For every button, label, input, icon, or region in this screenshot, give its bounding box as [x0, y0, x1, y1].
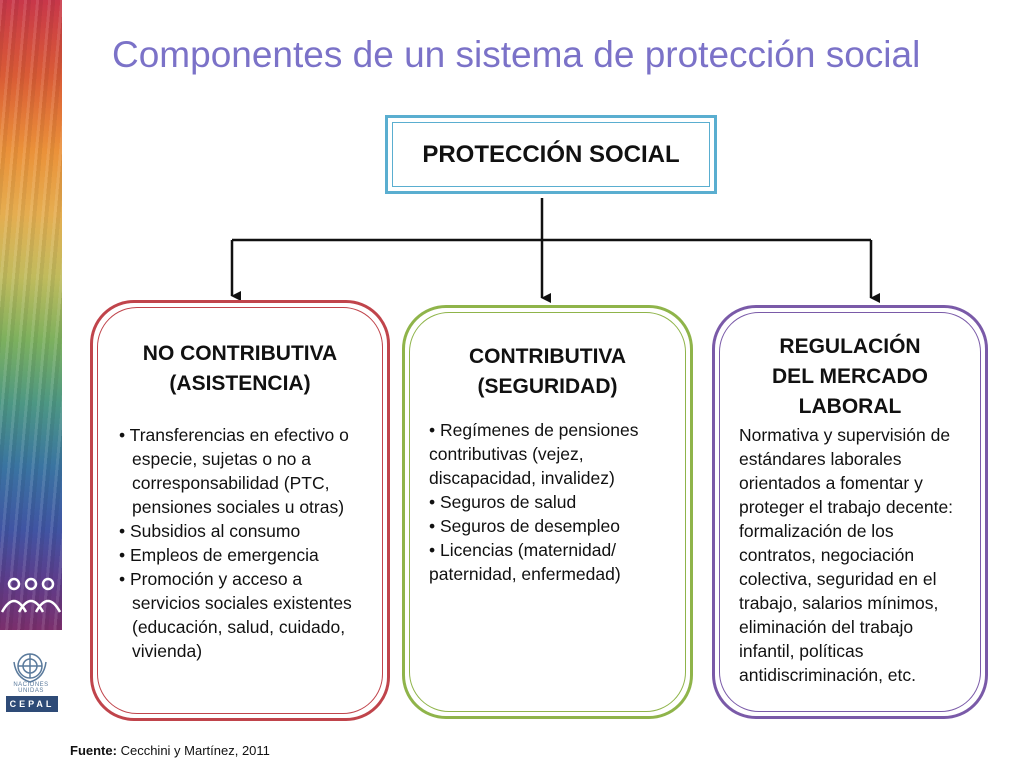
source-label: Fuente:: [70, 743, 117, 758]
source-text: Cecchini y Martínez, 2011: [120, 743, 270, 758]
branch-description: Normativa y supervisión de estándares la…: [739, 425, 954, 685]
source-footer: Fuente: Cecchini y Martínez, 2011: [70, 743, 270, 758]
branch-title: NO CONTRIBUTIVA (ASISTENCIA): [93, 339, 387, 399]
list-item: • Promoción y acceso a servicios sociale…: [119, 569, 352, 661]
branch-title-line: CONTRIBUTIVA: [468, 345, 627, 368]
page-title: Componentes de un sistema de protección …: [112, 34, 921, 75]
list-item: • Licencias (maternidad/ paternidad, enf…: [429, 540, 621, 584]
branch-title: REGULACIÓN DEL MERCADO LABORAL: [715, 332, 985, 422]
branch-title: CONTRIBUTIVA (SEGURIDAD): [405, 342, 690, 402]
cepal-logo: CEPAL: [6, 696, 58, 712]
branch-item-list: • Transferencias en efectivo o especie, …: [119, 423, 374, 663]
list-item: • Regímenes de pensiones contributivas (…: [429, 420, 639, 488]
branch-title-line: LABORAL: [798, 395, 902, 418]
branch-title-line: (SEGURIDAD): [477, 375, 618, 398]
card-frame: [719, 312, 981, 712]
list-item: • Seguros de salud: [429, 492, 577, 512]
branch-regulacion-mercado-laboral: REGULACIÓN DEL MERCADO LABORAL Normativa…: [712, 305, 988, 719]
un-logo-text: NACIONES UNIDAS: [13, 682, 49, 694]
branch-item-list: • Regímenes de pensiones contributivas (…: [429, 418, 669, 586]
branch-title-line: DEL MERCADO: [772, 365, 928, 388]
list-item: • Transferencias en efectivo o especie, …: [119, 425, 349, 517]
people-emblem-icon: [0, 577, 62, 613]
root-node: PROTECCIÓN SOCIAL: [385, 115, 717, 194]
branch-title-line: REGULACIÓN: [779, 335, 921, 358]
decorative-color-band: [0, 0, 62, 630]
list-item: • Subsidios al consumo: [119, 521, 301, 541]
card-frame: [409, 312, 686, 712]
card-frame: [97, 307, 383, 714]
un-emblem-icon: [13, 653, 47, 683]
branch-title-line: NO CONTRIBUTIVA: [142, 342, 338, 365]
branch-no-contributiva: NO CONTRIBUTIVA (ASISTENCIA) • Transfere…: [90, 300, 390, 721]
branch-contributiva: CONTRIBUTIVA (SEGURIDAD) • Regímenes de …: [402, 305, 693, 719]
list-item: • Empleos de emergencia: [119, 545, 319, 565]
list-item: • Seguros de desempleo: [429, 516, 620, 536]
branch-title-line: (ASISTENCIA): [169, 372, 311, 395]
root-node-label: PROTECCIÓN SOCIAL: [392, 122, 710, 187]
